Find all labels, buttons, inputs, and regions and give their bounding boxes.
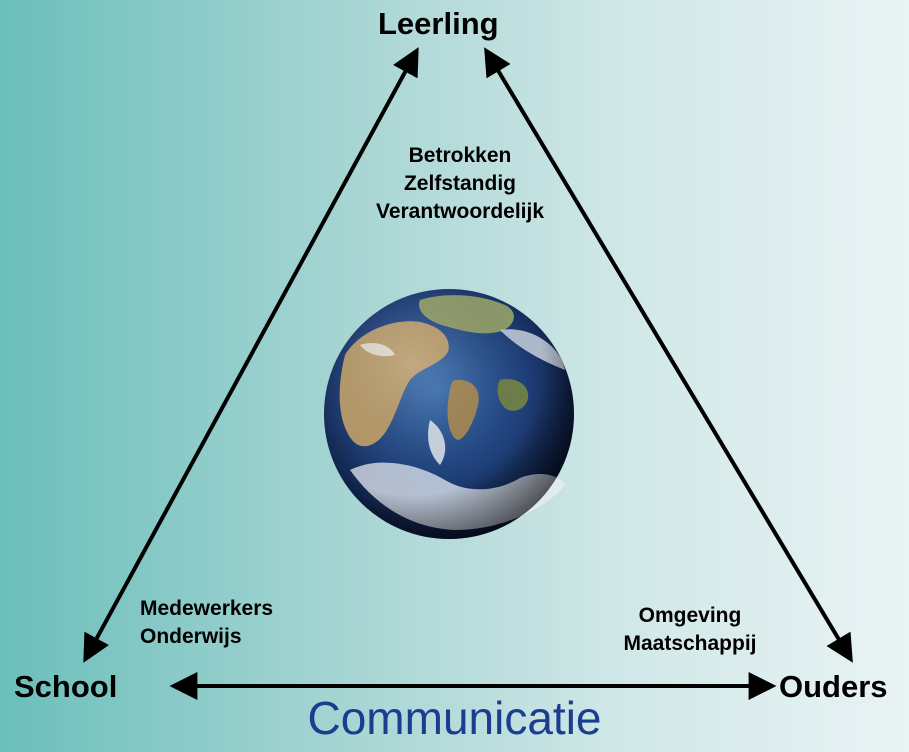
node-leerling: Leerling (378, 6, 499, 41)
note-line: Verantwoordelijk (375, 200, 545, 223)
footer-title: Communicatie (307, 692, 602, 744)
node-ouders: Ouders (779, 669, 888, 704)
note-line: Betrokken (408, 144, 512, 167)
arrow-school-leerling (83, 47, 419, 663)
note-line: Maatschappij (623, 632, 757, 655)
note-line: Zelfstandig (403, 172, 516, 195)
note-school: Medewerkers Onderwijs (140, 595, 273, 651)
note-leerling: Betrokken Zelfstandig Verantwoordelijk (340, 142, 580, 226)
note-line: Onderwijs (140, 625, 242, 648)
node-school: School (14, 669, 118, 704)
note-line: Omgeving (638, 604, 742, 627)
earth-globe-icon (324, 289, 574, 539)
note-ouders: Omgeving Maatschappij (590, 602, 790, 658)
arrow-leerling-ouders (484, 47, 853, 663)
note-line: Medewerkers (140, 597, 274, 620)
